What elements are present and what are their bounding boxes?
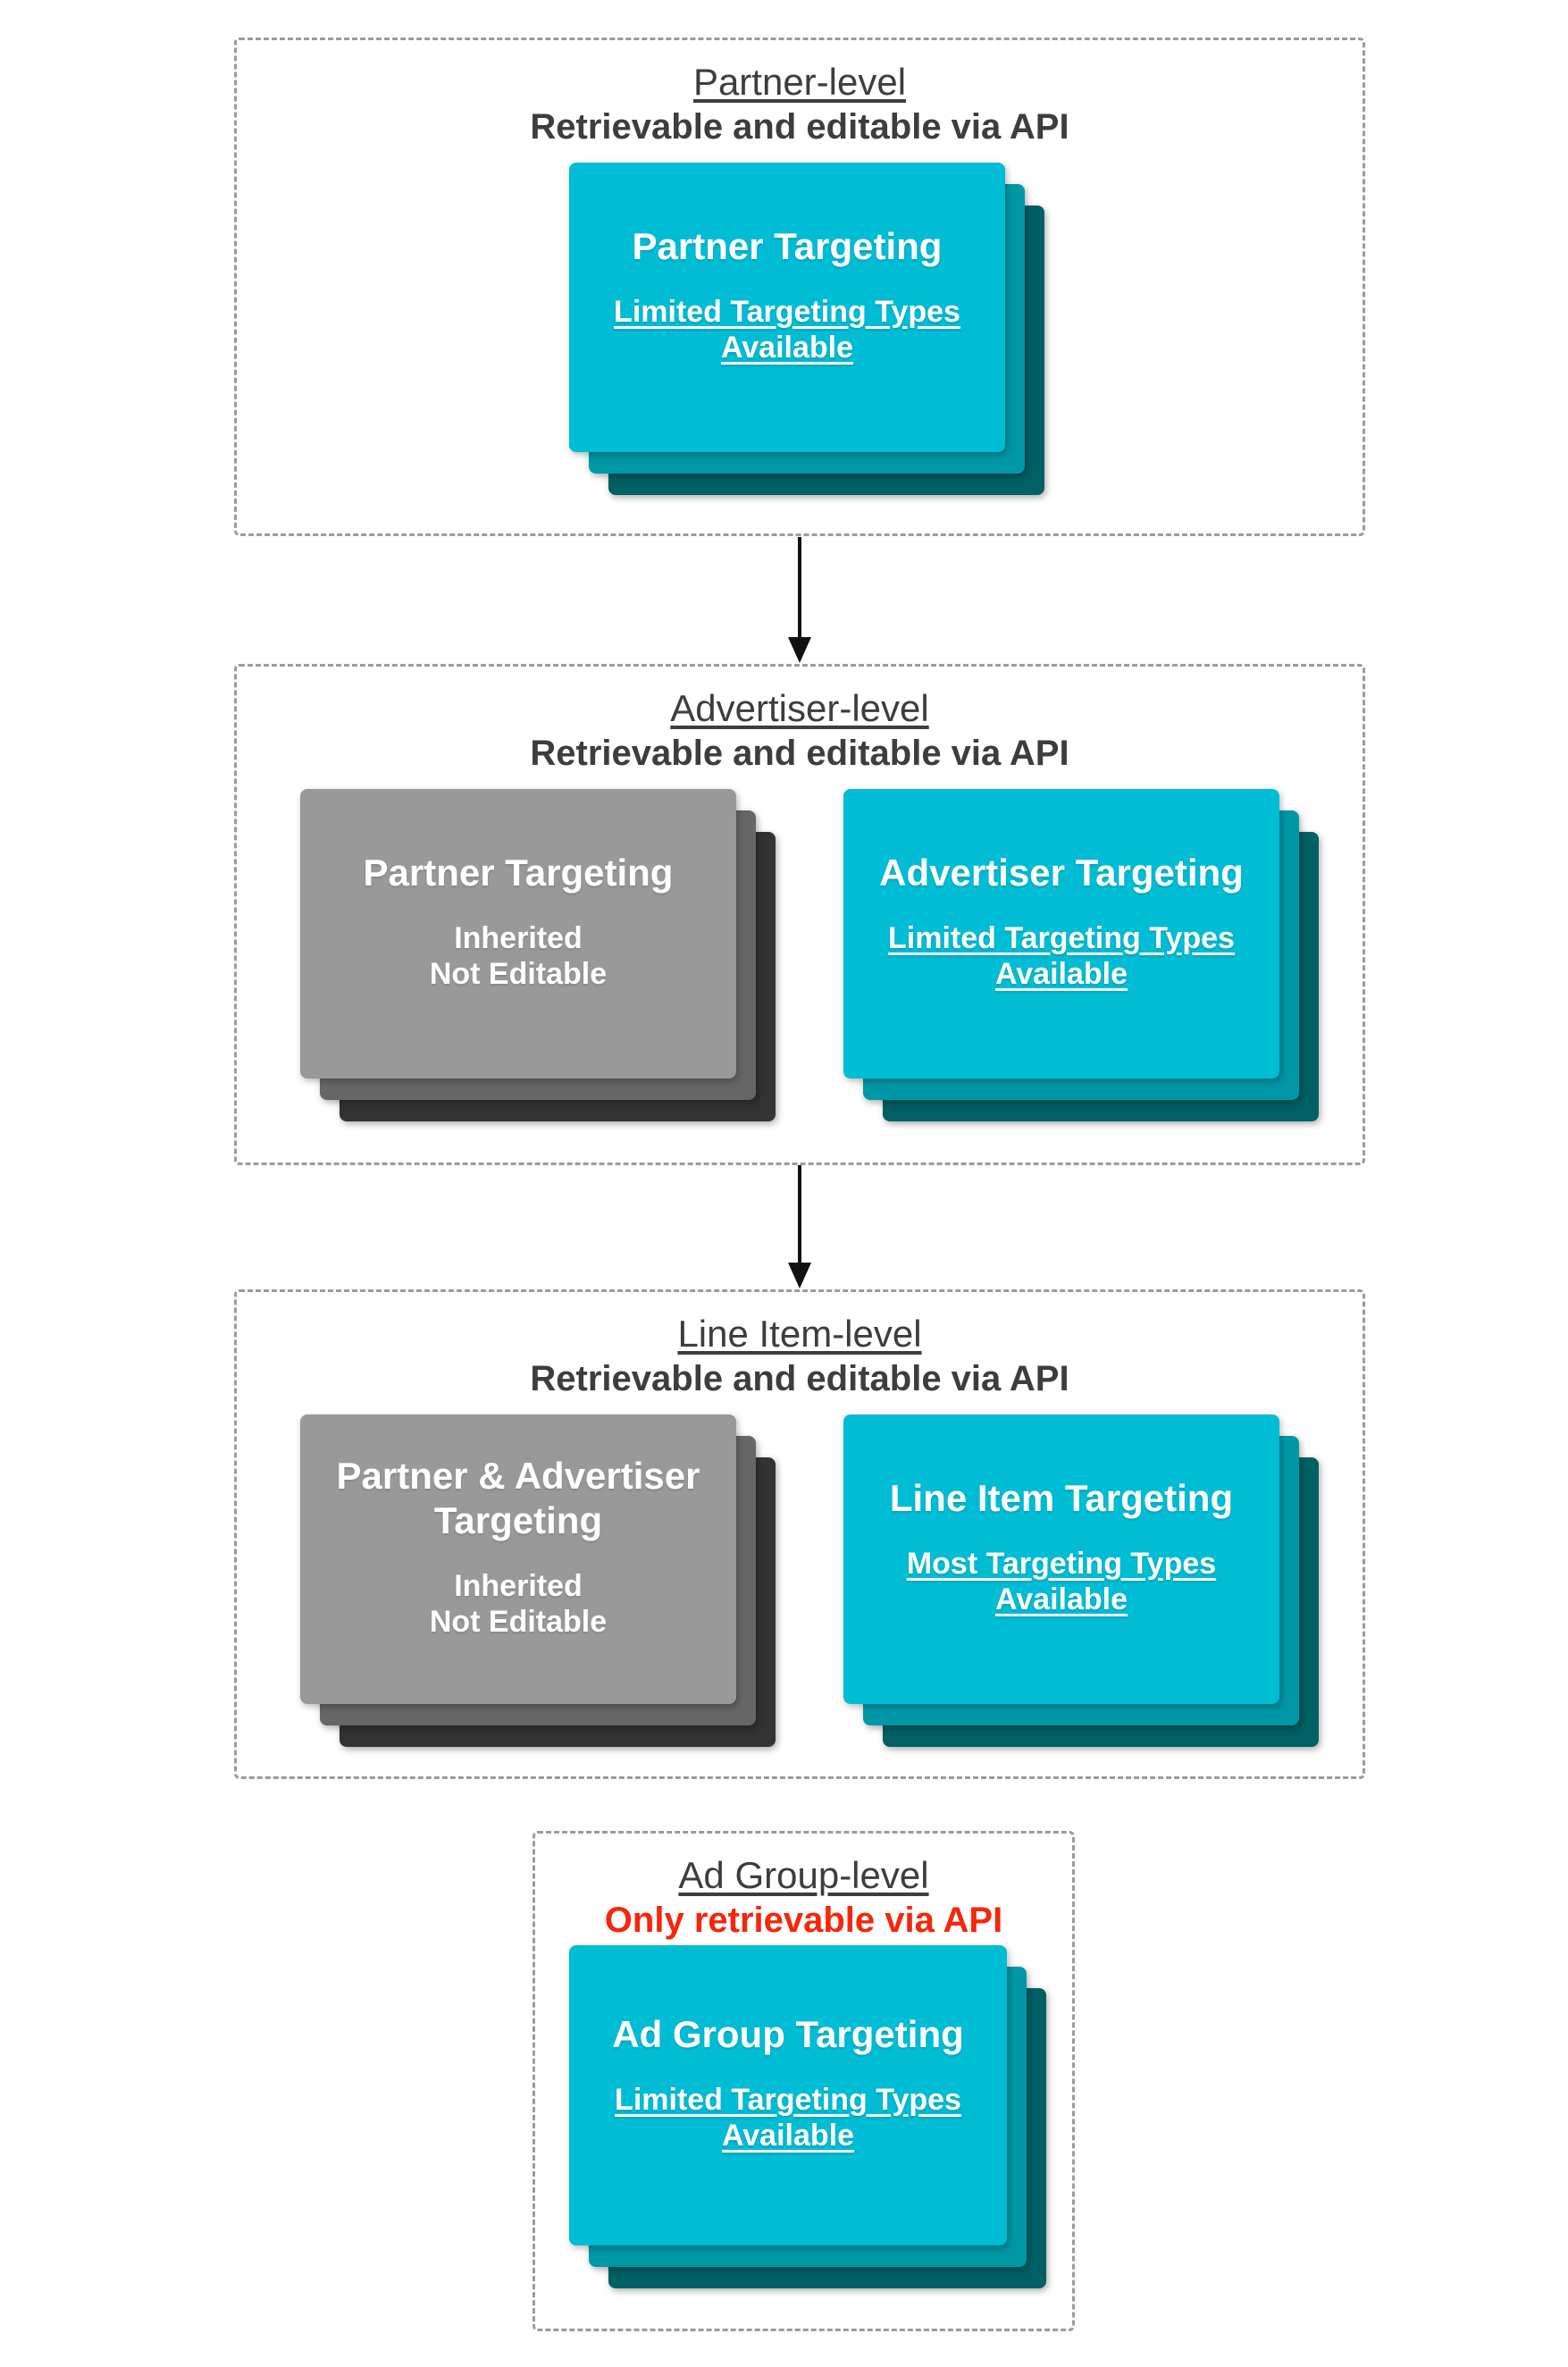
card-face: Partner Targeting Inherited Not Editable: [300, 789, 736, 1079]
card-subtext: Inherited Not Editable: [430, 920, 607, 992]
section-title: Line Item-level: [677, 1313, 922, 1355]
card-subtext-line: Not Editable: [429, 1605, 608, 1639]
arrow-down-icon: [798, 537, 801, 637]
section-title: Ad Group-level: [678, 1854, 929, 1896]
section-advertiser-level: Advertiser-level Retrievable and editabl…: [234, 664, 1365, 1165]
card-subtext-line: Available: [721, 2119, 855, 2153]
card-title: Partner Targeting: [363, 852, 674, 894]
section-subtitle: Retrievable and editable via API: [530, 1359, 1069, 1398]
card-inherited-partner-advertiser-targeting: Partner & Advertiser Targeting Inherited…: [300, 1414, 776, 1747]
card-face: Advertiser Targeting Limited Targeting T…: [843, 789, 1279, 1079]
card-title: Ad Group Targeting: [612, 2013, 964, 2055]
section-ad-group-level: Ad Group-level Only retrievable via API …: [532, 1831, 1075, 2331]
card-subtext-line: Not Editable: [429, 957, 608, 991]
section-heading: Advertiser-level Retrievable and editabl…: [237, 686, 1363, 774]
card-subtext-line: Limited Targeting Types: [614, 295, 960, 329]
section-line-item-level: Line Item-level Retrievable and editable…: [234, 1289, 1365, 1779]
section-heading: Partner-level Retrievable and editable v…: [237, 60, 1363, 147]
card-face: Partner Targeting Limited Targeting Type…: [569, 163, 1005, 452]
card-subtext-line: Limited Targeting Types: [615, 2083, 961, 2117]
card-subtext-line: Available: [994, 1582, 1128, 1616]
card-face: Line Item Targeting Most Targeting Types…: [843, 1414, 1279, 1704]
card-title: Partner Targeting: [632, 225, 943, 267]
section-subtitle: Retrievable and editable via API: [530, 734, 1069, 773]
card-subtext-line: Available: [720, 331, 854, 365]
card-inherited-partner-targeting: Partner Targeting Inherited Not Editable: [300, 789, 776, 1121]
card-face: Ad Group Targeting Limited Targeting Typ…: [569, 1945, 1007, 2245]
arrow-down-icon: [798, 1165, 801, 1263]
card-subtext-line: Inherited: [454, 921, 583, 955]
section-subtitle: Retrievable and editable via API: [530, 107, 1069, 147]
card-title: Line Item Targeting: [889, 1477, 1234, 1519]
section-subtitle: Only retrievable via API: [604, 1901, 1003, 1940]
section-heading: Ad Group-level Only retrievable via API: [535, 1853, 1072, 1941]
card-subtext-line: Most Targeting Types: [906, 1547, 1217, 1581]
card-ad-group-targeting: Ad Group Targeting Limited Targeting Typ…: [569, 1945, 1046, 2288]
card-partner-targeting: Partner Targeting Limited Targeting Type…: [569, 163, 1044, 495]
card-title: Partner & Advertiser Targeting: [336, 1455, 700, 1541]
card-line-item-targeting: Line Item Targeting Most Targeting Types…: [843, 1414, 1319, 1747]
card-subtext: Most Targeting Types Available: [907, 1546, 1216, 1617]
card-subtext-line: Limited Targeting Types: [888, 921, 1235, 955]
section-partner-level: Partner-level Retrievable and editable v…: [234, 38, 1365, 536]
section-title: Partner-level: [692, 61, 907, 103]
card-subtext: Limited Targeting Types Available: [615, 2082, 961, 2153]
card-subtext-line: Available: [994, 957, 1128, 991]
card-subtext: Limited Targeting Types Available: [614, 294, 960, 365]
card-subtext-line: Inherited: [454, 1569, 583, 1603]
card-advertiser-targeting: Advertiser Targeting Limited Targeting T…: [843, 789, 1319, 1121]
card-face: Partner & Advertiser Targeting Inherited…: [300, 1414, 736, 1704]
card-subtext: Inherited Not Editable: [430, 1568, 607, 1640]
section-heading: Line Item-level Retrievable and editable…: [237, 1312, 1363, 1399]
section-title: Advertiser-level: [670, 687, 929, 729]
card-subtext: Limited Targeting Types Available: [888, 920, 1235, 992]
card-title: Advertiser Targeting: [879, 852, 1244, 894]
